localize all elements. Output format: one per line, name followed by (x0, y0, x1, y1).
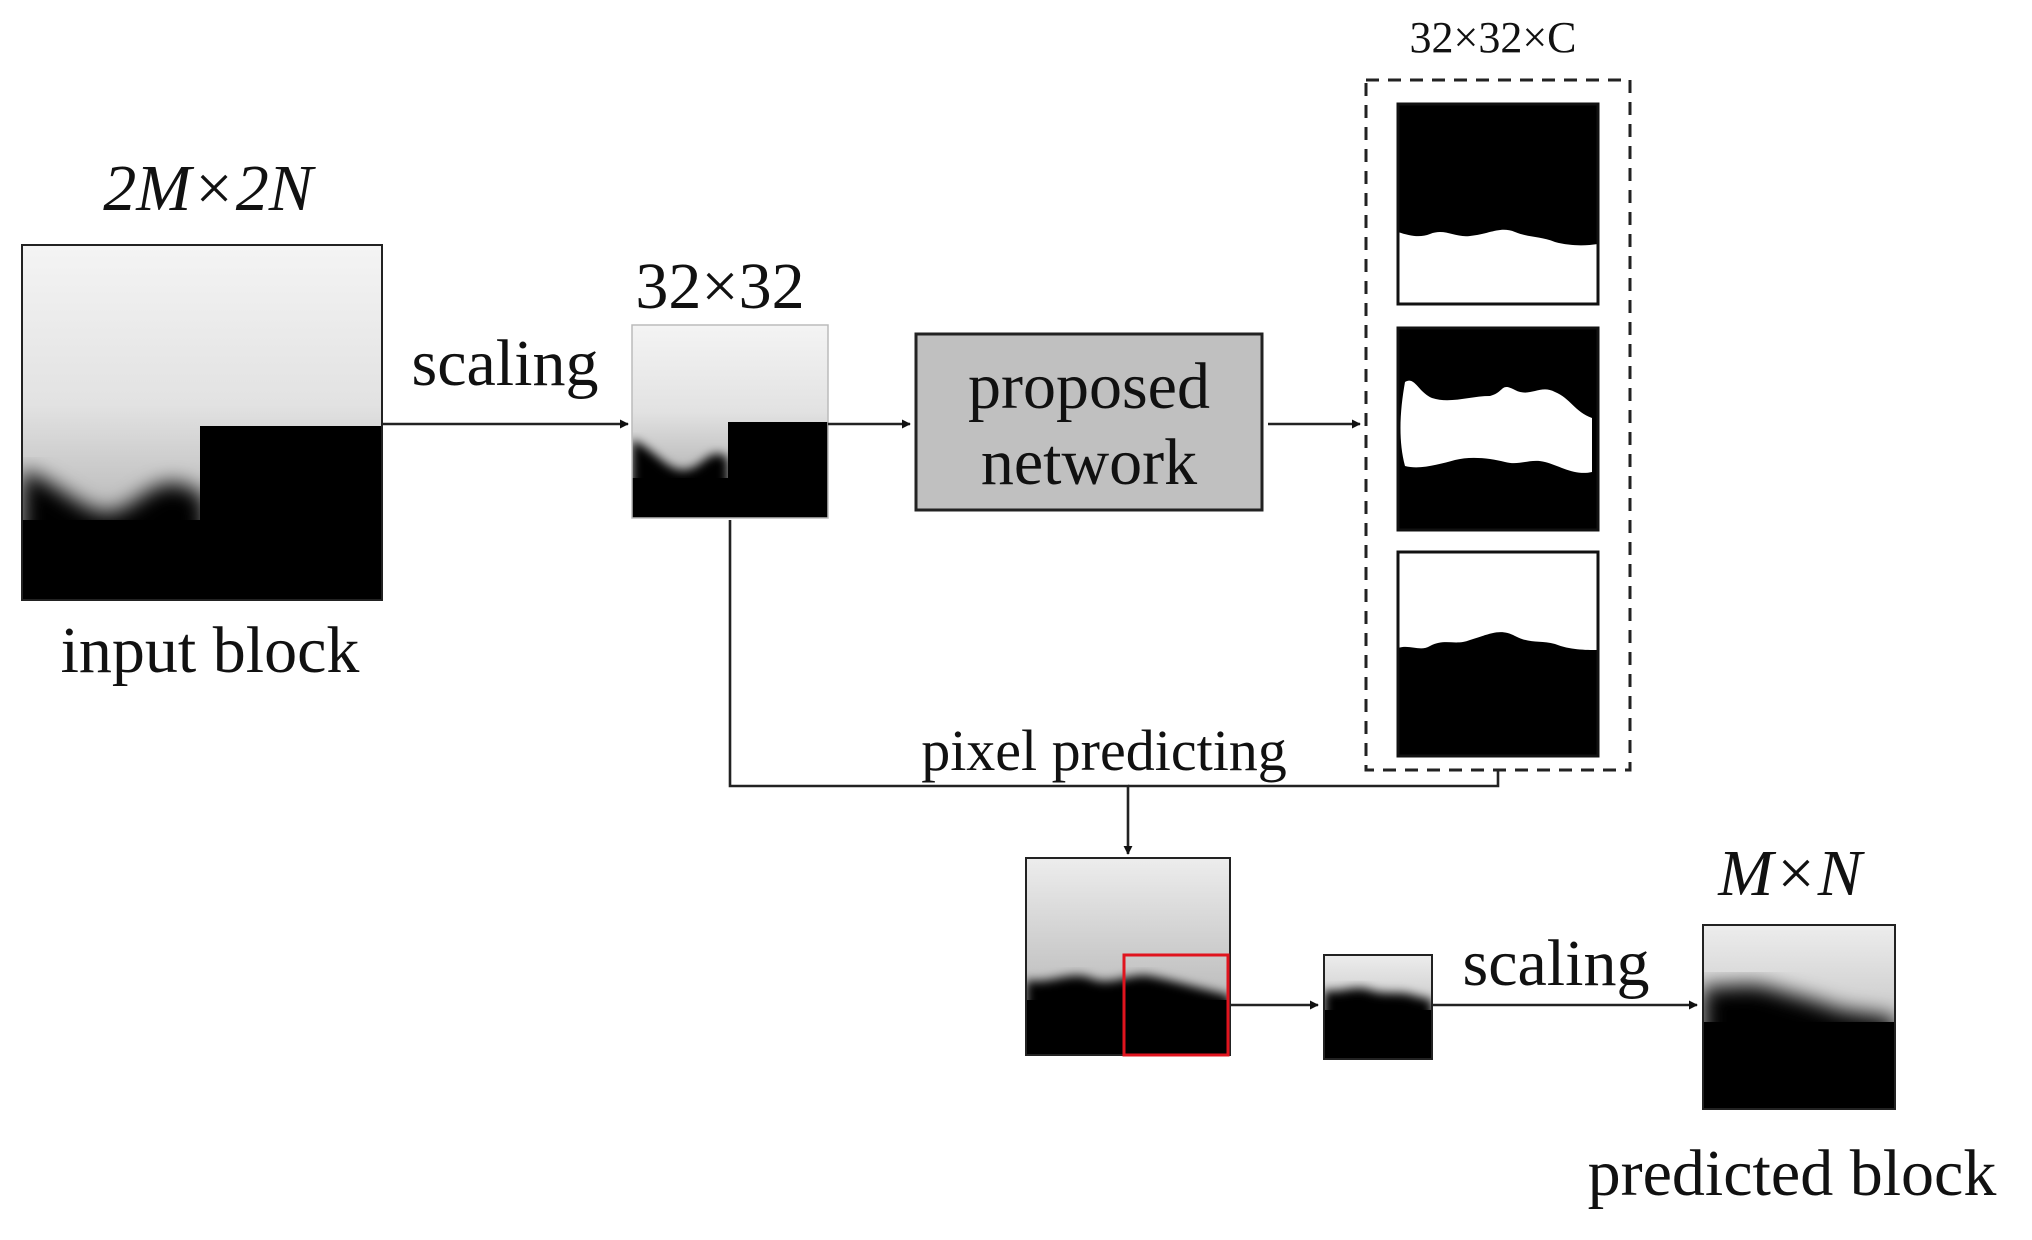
pixel-predicting-wire-left (728, 520, 1133, 855)
predicted-dims-label: M×N (1717, 837, 1866, 910)
predicted-block-image (1703, 925, 1895, 1109)
input-block-image (22, 245, 382, 600)
mask-channel-2 (1396, 326, 1600, 532)
network-label-line1: proposed (968, 350, 1210, 423)
scaled-dims-label: 32×32 (635, 250, 804, 323)
input-caption: input block (61, 614, 360, 687)
proposed-network-box (914, 332, 1264, 512)
predicted-caption: predicted block (1588, 1137, 1997, 1210)
input-dims-label: 2M×2N (103, 152, 317, 225)
scaled-block-image (632, 325, 828, 518)
scaling-bottom-label: scaling (1463, 927, 1650, 1000)
mask-channel-3 (1396, 550, 1600, 758)
predicted-region-highlight (1122, 953, 1230, 1057)
network-label-line2: network (981, 426, 1197, 499)
mask-channel-1 (1396, 102, 1600, 306)
output-dims-label: 32×32×C (1410, 13, 1577, 62)
pixel-predicting-label: pixel predicting (921, 718, 1287, 783)
cropped-block-image (1324, 955, 1432, 1059)
pixel-predicting-wire-right (1128, 770, 1500, 788)
scaling-top-label: scaling (412, 327, 599, 400)
